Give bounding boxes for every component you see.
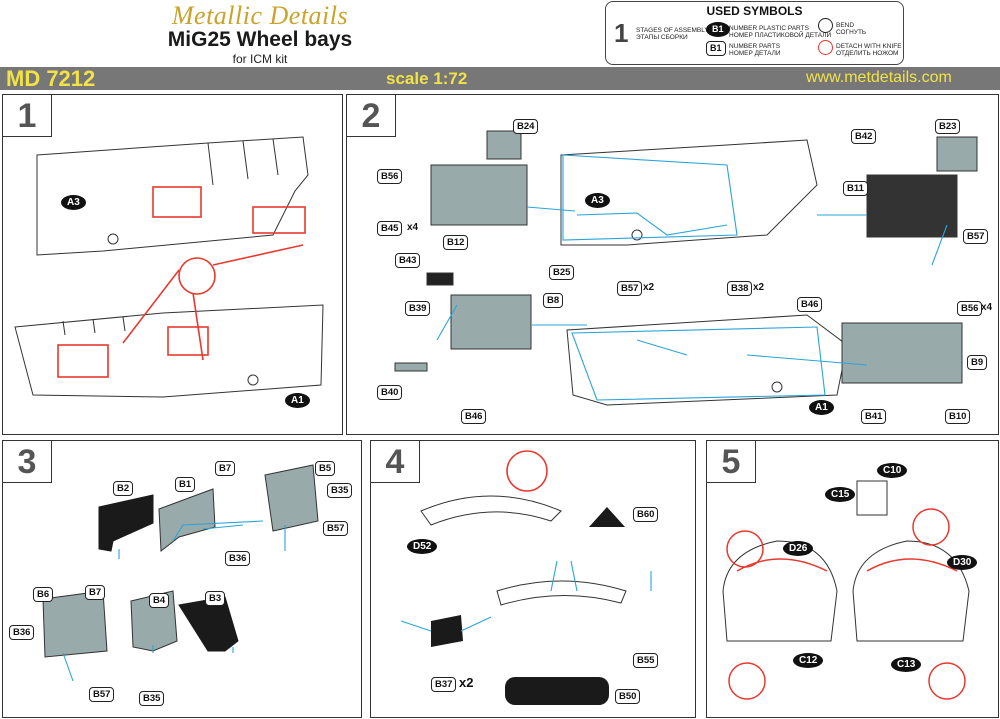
part-label-b43: B43: [395, 253, 421, 268]
part-label-d30: D30: [947, 555, 978, 570]
legend-pe-tag: B1: [706, 41, 726, 56]
part-label-b6: B6: [33, 587, 54, 602]
part-label-b12: B12: [443, 235, 469, 250]
knife-icon: [818, 40, 833, 55]
part-label-b40: B40: [377, 385, 403, 400]
page-subtitle: for ICM kit: [232, 52, 288, 66]
step-number: 3: [3, 441, 52, 483]
step-number: 4: [371, 441, 420, 483]
part-label-b57-bottom: B57: [89, 687, 115, 702]
part-label-b7-top: B7: [215, 461, 236, 476]
part-label-b50: B50: [615, 689, 641, 704]
page-title: MiG25 Wheel bays: [167, 28, 353, 51]
step-number: 5: [707, 441, 756, 483]
part-label-b41: B41: [861, 409, 887, 424]
part-label-b24: B24: [513, 119, 539, 134]
website-link[interactable]: www.metdetails.com: [806, 69, 952, 86]
scale-label: scale 1:72: [386, 69, 468, 88]
part-label-d52: D52: [407, 539, 438, 554]
part-label-b9: B9: [967, 355, 988, 370]
part-label-b38: B38: [727, 281, 753, 296]
part-label-a3: A3: [61, 195, 86, 210]
part-label-b57-right: B57: [963, 229, 989, 244]
step-number: 1: [3, 95, 52, 137]
step-5-panel: 5 C10 C15 D26 D30 C12 C13: [706, 440, 999, 718]
part-qty-b45: x4: [407, 222, 419, 233]
part-label-b7-bottom: B7: [85, 585, 106, 600]
part-label-b23: B23: [935, 119, 961, 134]
part-label-b4: B4: [149, 593, 170, 608]
part-qty-b38: x2: [753, 282, 765, 293]
part-label-a3: A3: [585, 193, 610, 208]
step-number: 2: [347, 95, 396, 137]
part-label-b57-top: B57: [323, 521, 349, 536]
step-4-panel: 4 B60 D52 B55 B37 x2 B50: [370, 440, 696, 718]
step-3-panel: 3 B7 B5 B2 B1 B35 B57 B36 B6 B7 B4 B3 B3…: [2, 440, 362, 718]
step-2-drawing: [394, 130, 978, 406]
part-label-b25: B25: [549, 265, 575, 280]
part-label-b35-bottom: B35: [139, 691, 165, 706]
bend-icon: [818, 18, 833, 33]
step-4-drawing: [400, 450, 652, 705]
part-label-a1: A1: [809, 400, 834, 415]
part-label-c13: C13: [891, 657, 922, 672]
part-label-b8: B8: [543, 293, 564, 308]
part-label-b2: B2: [113, 481, 134, 496]
part-label-b39: B39: [405, 301, 431, 316]
part-label-b5: B5: [315, 461, 336, 476]
part-label-b57: B57: [617, 281, 643, 296]
part-label-b60: B60: [633, 507, 659, 522]
step-2-panel: 2 B24 B56 B45 x4 B12 A3 B43 B25 B57 x2: [346, 94, 999, 435]
part-label-c15: C15: [825, 487, 856, 502]
part-label-b46-right: B46: [797, 297, 823, 312]
part-label-b55: B55: [633, 653, 659, 668]
part-label-b1: B1: [175, 477, 196, 492]
part-label-b46-left: B46: [461, 409, 487, 424]
product-code: MD 7212: [6, 66, 96, 91]
part-label-b35-top: B35: [327, 483, 353, 498]
part-qty-b37: x2: [459, 675, 474, 690]
part-label-a1: A1: [285, 393, 310, 408]
part-label-c12: C12: [793, 653, 824, 668]
part-label-b37: B37: [431, 677, 457, 692]
part-label-b10: B10: [945, 409, 971, 424]
legend-plastic-tag: B1: [706, 22, 730, 37]
header-band: [0, 67, 1000, 90]
step-5-drawing: [722, 480, 970, 700]
part-qty-b57: x2: [643, 282, 655, 293]
part-label-b36-top: B36: [225, 551, 251, 566]
part-label-b3: B3: [205, 591, 226, 606]
legend-title: USED SYMBOLS: [706, 4, 803, 18]
part-label-b36-bottom: B36: [9, 625, 35, 640]
part-label-b42: B42: [851, 129, 877, 144]
legend-stage-number: 1: [614, 18, 629, 48]
part-label-b56: B56: [377, 169, 403, 184]
step-1-drawing: [14, 136, 324, 398]
part-label-b56-right: B56: [957, 301, 983, 316]
part-qty-b56: x4: [981, 302, 993, 313]
part-label-d26: D26: [783, 541, 814, 556]
part-label-b45: B45: [377, 221, 403, 236]
brand-logo: Metallic Details: [171, 1, 349, 30]
step-1-panel: 1 A3 A1: [2, 94, 343, 435]
part-label-b11: B11: [843, 181, 868, 196]
part-label-c10: C10: [877, 463, 908, 478]
